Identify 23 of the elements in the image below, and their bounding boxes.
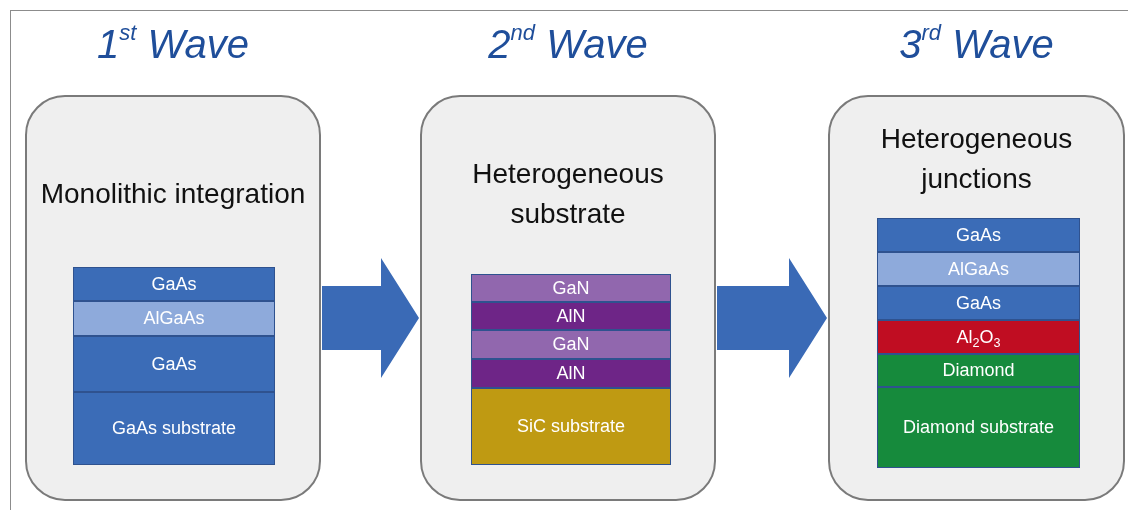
material-layer: GaAs <box>877 286 1080 320</box>
material-layer: Diamond substrate <box>877 387 1080 468</box>
wave-heading: 1$^{st}$ Wave <box>96 22 250 67</box>
panel-title: Monolithic integration <box>39 177 307 211</box>
block-arrow <box>717 258 827 378</box>
block-arrow <box>322 258 419 378</box>
material-layer: Al$_{2}$O$_{3}$ <box>877 320 1080 354</box>
wave-heading: 2$^{nd}$ Wave <box>487 22 649 67</box>
panel-title: Heterogeneous substrate <box>471 157 665 231</box>
material-layer: AlN <box>471 359 671 388</box>
material-layer: AlGaAs <box>877 252 1080 286</box>
material-layer: GaAs <box>73 336 275 392</box>
material-layer: SiC substrate <box>471 388 671 465</box>
material-layer: Diamond <box>877 354 1080 387</box>
material-layer: GaAs <box>877 218 1080 252</box>
material-layer: GaN <box>471 274 671 302</box>
material-layer: AlGaAs <box>73 301 275 336</box>
material-layer: GaN <box>471 330 671 359</box>
material-layer: AlN <box>471 302 671 330</box>
material-layer: GaAs substrate <box>73 392 275 465</box>
wave-heading: 3$^{rd}$ Wave <box>898 22 1055 67</box>
panel-title: Heterogeneous junctions <box>879 122 1074 196</box>
material-layer: GaAs <box>73 267 275 301</box>
